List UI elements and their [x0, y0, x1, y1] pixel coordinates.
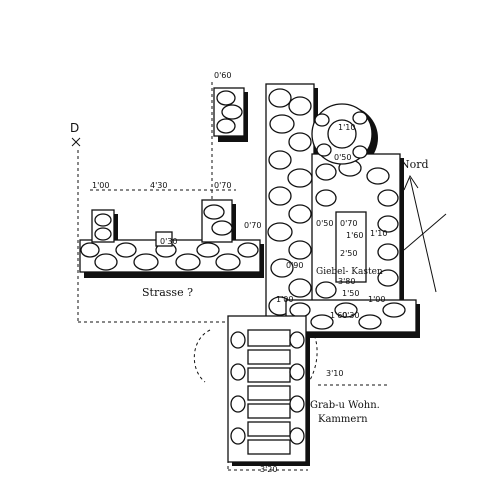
- tomb-chambers-label-line2: Kammern: [318, 414, 368, 425]
- street-label: Strasse ?: [142, 286, 193, 299]
- dim-right-side: 1'00: [368, 295, 385, 304]
- dim-inner-b: 0'70: [340, 219, 357, 228]
- dim-inner-e: 0'90: [286, 261, 303, 270]
- dim-tower-h2: 1'10: [370, 229, 387, 238]
- dim-wall-gap: 0'70: [244, 221, 261, 230]
- north-pillar: [213, 87, 245, 137]
- dim-right-run: 0'70: [214, 181, 231, 190]
- north-label: Nord: [400, 158, 429, 171]
- dim-lower-a: 0'30: [342, 311, 359, 320]
- dim-round-b: 0'50: [334, 153, 351, 162]
- south-chambers: [227, 315, 307, 463]
- dim-inner-c: 2'50: [340, 249, 357, 258]
- tomb-chambers-label-line1: Grab-u Wohn.: [310, 400, 380, 411]
- dim-gable-h: 1'50: [342, 289, 359, 298]
- dim-inner-d: 1'60: [346, 231, 363, 240]
- round-tower: [311, 103, 373, 165]
- dim-tower-h1: 1'60: [330, 311, 347, 320]
- dim-gable-w: 3'80: [338, 277, 355, 286]
- dim-bottom-w: 3'20: [260, 465, 277, 474]
- south-east-wall: [285, 299, 417, 333]
- dim-round-a: 1'10: [338, 123, 355, 132]
- masonry: [79, 83, 420, 466]
- dim-top-small: 0'60: [214, 71, 231, 80]
- gable-case-label: Giebel- Kasten: [316, 267, 383, 277]
- dim-mid-run: 4'30: [150, 181, 167, 190]
- central-wall: [265, 83, 315, 325]
- dim-east-w: 3'10: [326, 369, 343, 378]
- point-d-marker: D: [70, 121, 81, 147]
- north-arrow: Nord: [400, 158, 447, 293]
- west-wall: [79, 199, 261, 273]
- dim-left-side: 1'00: [276, 295, 293, 304]
- dim-inner-a: 0'50: [316, 219, 333, 228]
- dim-pillar-w: 0'30: [160, 237, 177, 246]
- point-d-label: D: [70, 121, 79, 135]
- dim-left-run: 1'00: [92, 181, 109, 190]
- dimension-labels: 0'60 1'00 4'30 0'70 0'70 0'30 1'10 0'50 …: [92, 71, 387, 474]
